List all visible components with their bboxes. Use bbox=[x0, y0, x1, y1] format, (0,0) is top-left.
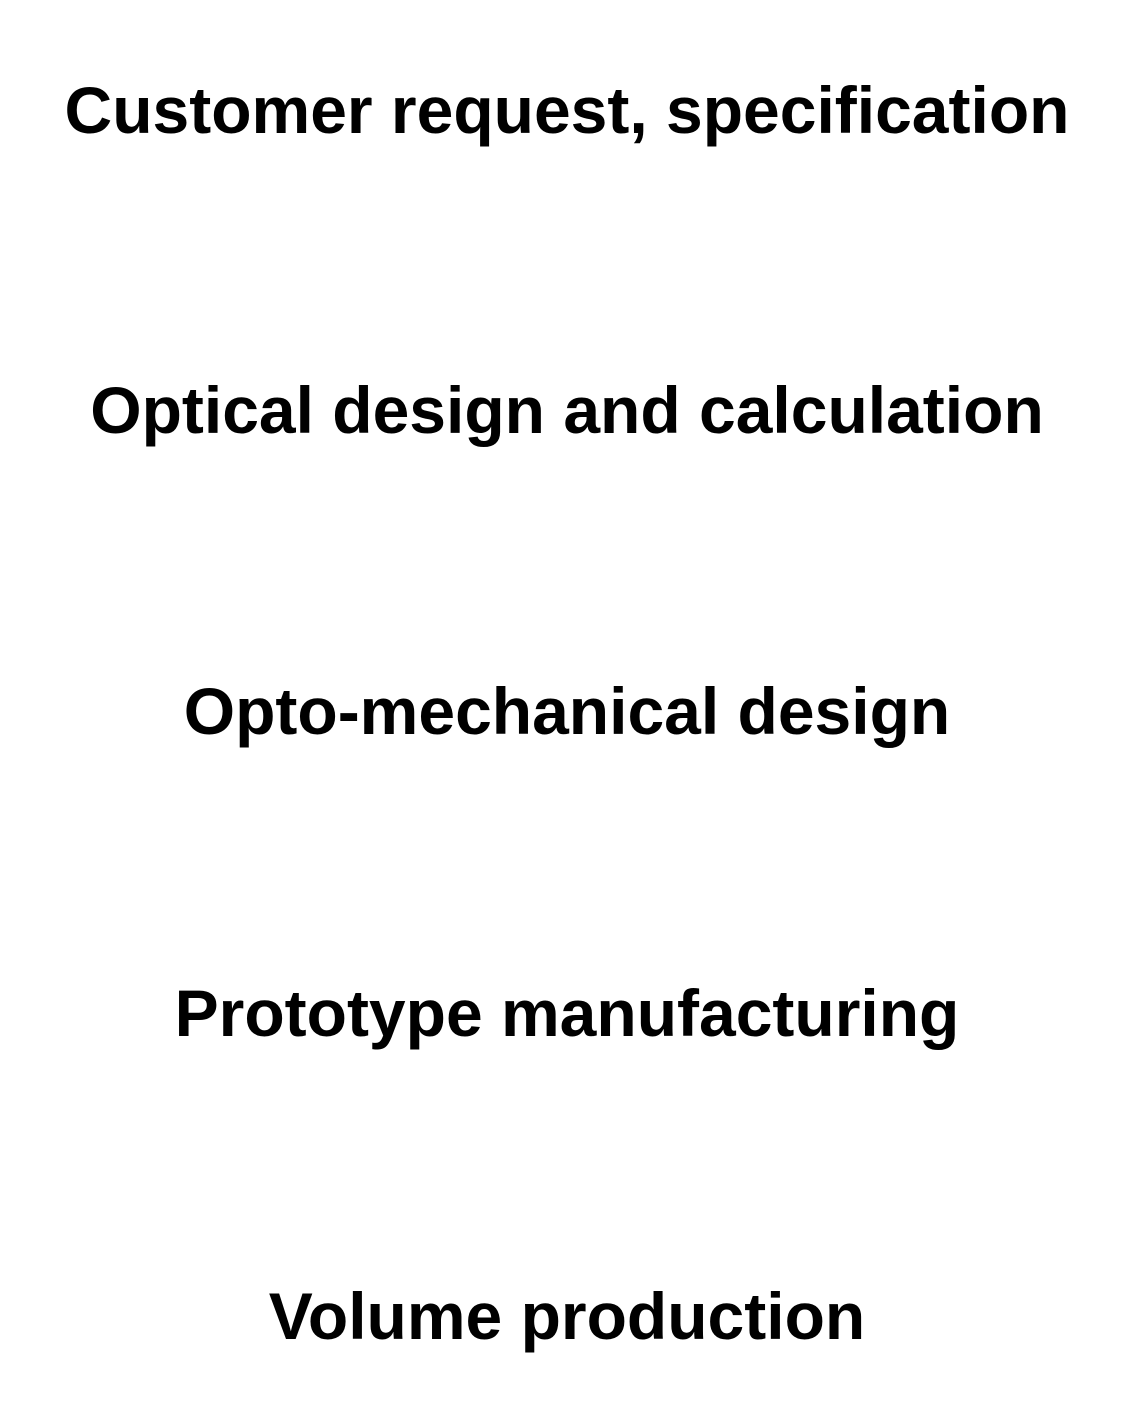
step-optical-design: Optical design and calculation bbox=[90, 373, 1044, 447]
step-opto-mechanical-design: Opto-mechanical design bbox=[183, 674, 951, 748]
step-customer-request: Customer request, specification bbox=[64, 73, 1070, 147]
step-prototype-manufacturing: Prototype manufacturing bbox=[174, 976, 960, 1050]
step-volume-production: Volume production bbox=[268, 1279, 866, 1353]
